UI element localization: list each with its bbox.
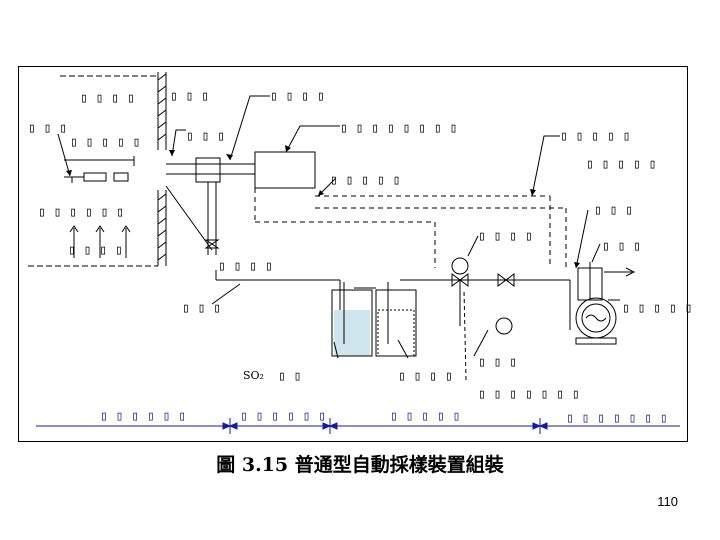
so2-label: SO₂ bbox=[243, 369, 264, 382]
control-box bbox=[254, 151, 316, 189]
sampling-probe bbox=[166, 157, 255, 255]
label-9: ▯ ▯ ▯ ▯ ▯ bbox=[586, 157, 656, 172]
leader-arrowheads bbox=[66, 145, 580, 268]
label-5: ▯ ▯ ▯ ▯ ▯ bbox=[70, 135, 140, 150]
control-lines bbox=[254, 188, 567, 268]
label-15: ▯ ▯ ▯ bbox=[602, 239, 641, 254]
section-label-3: ▯ ▯ ▯ ▯ ▯ bbox=[390, 409, 460, 424]
flue-interior bbox=[64, 156, 135, 258]
label-11: ▯ ▯ ▯ ▯ ▯ ▯ bbox=[38, 205, 124, 220]
figure-caption: 圖 3.15 普通型自動採樣裝置組裝 bbox=[216, 454, 504, 476]
label-14: ▯ ▯ ▯ ▯ bbox=[68, 243, 123, 258]
gas-line bbox=[215, 270, 571, 336]
section-label-1: ▯ ▯ ▯ ▯ ▯ ▯ bbox=[100, 409, 186, 424]
leader-lines bbox=[57, 95, 620, 381]
label-18: ▯ ▯ ▯ ▯ ▯ bbox=[622, 301, 692, 316]
flue-wall bbox=[28, 72, 167, 267]
label-7: ▯ ▯ ▯ ▯ ▯ ▯ ▯ ▯ bbox=[340, 121, 457, 136]
label-13: ▯ ▯ ▯ ▯ bbox=[478, 229, 533, 244]
label-17: ▯ ▯ ▯ bbox=[182, 301, 221, 316]
gas-meter bbox=[575, 262, 636, 345]
page-number: 110 bbox=[657, 494, 678, 509]
section-label-2: ▯ ▯ ▯ ▯ ▯ ▯ bbox=[240, 409, 326, 424]
label-8: ▯ ▯ ▯ ▯ ▯ bbox=[560, 129, 630, 144]
label-10: ▯ ▯ ▯ ▯ ▯ bbox=[330, 173, 400, 188]
diagram-frame bbox=[18, 66, 688, 442]
label-4: ▯ ▯ ▯ bbox=[28, 121, 67, 136]
label-20: ▯ ▯ ▯ ▯ bbox=[398, 369, 453, 384]
section-bar bbox=[36, 418, 680, 434]
label-2: ▯ ▯ ▯ bbox=[170, 89, 209, 104]
label-19: ▯ ▯ bbox=[278, 369, 301, 384]
label-22: ▯ ▯ ▯ ▯ ▯ ▯ ▯ bbox=[478, 387, 580, 402]
label-3: ▯ ▯ ▯ ▯ bbox=[270, 89, 325, 104]
label-12: ▯ ▯ ▯ bbox=[594, 203, 633, 218]
valves bbox=[451, 257, 515, 335]
label-6: ▯ ▯ ▯ bbox=[186, 129, 225, 144]
label-16: ▯ ▯ ▯ ▯ bbox=[218, 259, 273, 274]
label-21: ▯ ▯ ▯ bbox=[478, 355, 517, 370]
section-label-4: ▯ ▯ ▯ ▯ ▯ ▯ ▯ bbox=[566, 411, 668, 426]
absorption-bottles bbox=[331, 282, 417, 357]
label-1: ▯ ▯ ▯ ▯ bbox=[80, 91, 135, 106]
